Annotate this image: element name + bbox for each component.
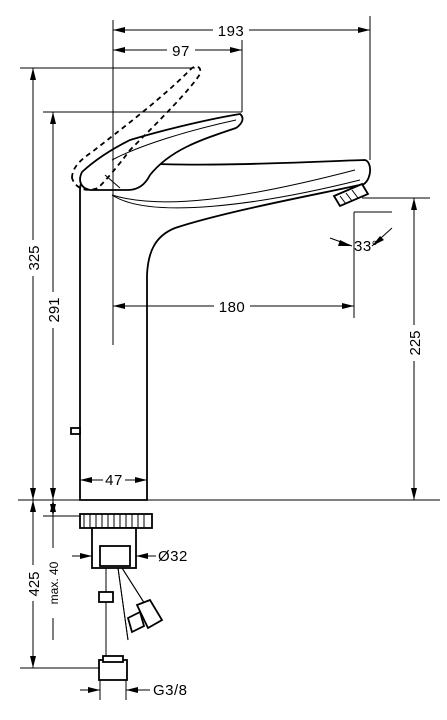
dim-overall-reach-label: 193 — [218, 23, 245, 40]
dim-body-diameter: 47 — [80, 472, 147, 489]
dim-spout-angle-label: 33° — [354, 238, 378, 255]
dim-counter-thickness-label: max. 40 — [47, 561, 61, 604]
dim-spout-height-label: 225 — [407, 330, 424, 355]
dim-thread-diameter: Ø32 — [72, 548, 188, 565]
dim-spout-reach: 180 — [113, 212, 355, 318]
mounting-assembly — [79, 513, 153, 569]
dim-overall-reach: 193 — [113, 16, 371, 160]
dim-total-height: 325 — [20, 67, 195, 500]
faucet-body — [79, 159, 372, 501]
dim-hose-thread-label: G3/8 — [153, 682, 188, 699]
dim-spout-angle: 33° — [329, 211, 393, 255]
dim-spout-height: 225 — [362, 197, 430, 500]
supply-hoses — [98, 567, 164, 681]
dim-lever-reach: 97 — [113, 40, 243, 112]
dim-thread-diameter-label: Ø32 — [158, 548, 188, 565]
dim-body-height: 291 — [43, 111, 242, 500]
dim-hose-thread: G3/8 — [80, 680, 188, 700]
dim-spout-reach-label: 180 — [219, 299, 246, 316]
pop-up-knob — [70, 427, 81, 435]
dim-counter-thickness: max. 40 — [43, 500, 80, 640]
aerator — [332, 182, 370, 208]
dim-body-diameter-label: 47 — [105, 472, 123, 489]
dim-total-height-label: 325 — [26, 245, 43, 270]
dim-body-height-label: 291 — [46, 297, 63, 322]
dim-below-counter-label: 425 — [26, 571, 43, 596]
dim-below-counter: 425 — [20, 500, 100, 669]
dim-lever-reach-label: 97 — [172, 43, 190, 60]
